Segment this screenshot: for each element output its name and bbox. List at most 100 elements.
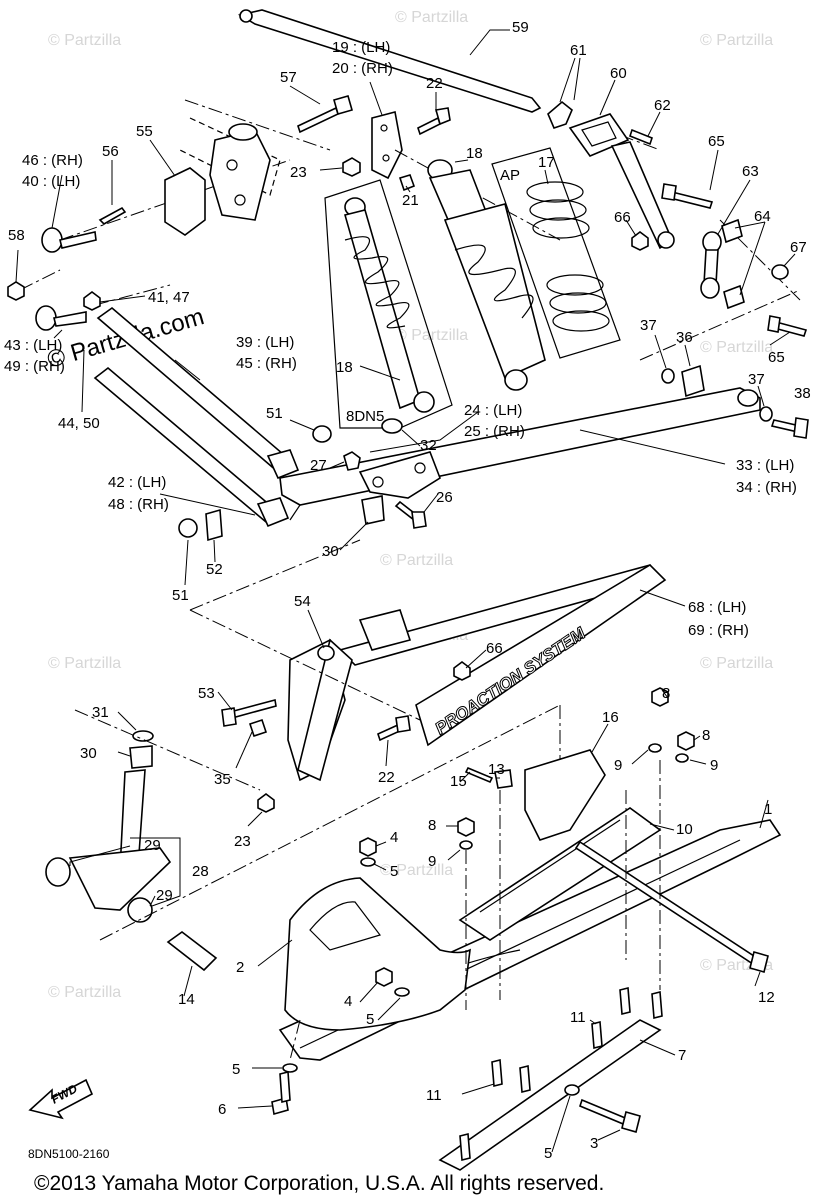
watermark-text: © Partzilla [48,984,121,1001]
callout-52: 52 [206,561,223,578]
stud-11 [619,986,631,1016]
collar-51-lower [178,518,198,538]
bolt-6 [271,1070,291,1116]
stud-11 [459,1132,471,1162]
callout-5-c: 5 [232,1061,240,1078]
callout-21: 21 [402,192,419,209]
ski-handle-2 [284,877,471,1031]
watermark-text: © Partzilla [380,862,453,879]
shock-box-8dn5: 8DN5 [324,179,453,429]
callout-9-b: 9 [710,757,718,774]
callout-38: 38 [794,385,811,402]
callout-67: 67 [790,239,807,256]
copyright-notice: ©2013 Yamaha Motor Corporation, U.S.A. A… [34,1172,604,1195]
nut-27 [343,451,361,471]
callout-63: 63 [742,163,759,180]
washer-37-left [661,368,675,384]
callout-28: 28 [192,863,209,880]
nut-8 [677,731,695,751]
callout-39: 39 : (LH) [236,334,294,351]
box-label-8dn5: 8DN5 [346,408,384,425]
bushing-14 [166,931,218,972]
bolt-21 [398,174,416,192]
bolt-38 [770,417,809,439]
callout-8: 8 [662,685,670,702]
watermark-text: © Partzilla [48,32,121,49]
callout-3: 3 [590,1135,598,1152]
callout-42: 42 : (LH) [108,474,166,491]
grease-fitting-35 [248,718,268,738]
callout-24: 24 : (LH) [464,402,522,419]
stud-11 [491,1058,503,1088]
wear-bar-7 [438,1019,662,1171]
bracket-19-20 [371,111,403,180]
callout-1: 1 [764,801,772,818]
callout-11: 11 [570,1009,586,1026]
nut-23-top [342,157,361,177]
callout-9-c: 9 [428,853,436,870]
callout-68: 68 : (LH) [688,599,746,616]
nut-58 [7,281,25,301]
bolt-12 [574,840,769,973]
stud-11 [591,1020,603,1050]
callout-40: 40 : (LH) [22,173,80,190]
washer-37-right [759,406,773,422]
callout-69: 69 : (RH) [688,622,749,639]
callout-18-lower: 18 [336,359,353,376]
callout-16: 16 [602,709,619,726]
link-63 [610,141,675,250]
collar-36 [681,364,705,398]
callout-51-lower: 51 [172,587,189,604]
bumper-16 [524,749,606,841]
stud-11 [651,990,663,1020]
bolt-26 [394,500,427,529]
collar-54 [317,645,335,661]
watermark-text: © Partzilla [380,552,453,569]
callout-66: 66 [614,209,631,226]
callout-5-b: 5 [366,1011,374,1028]
cap-32 [381,418,403,434]
bolt-65-lower [767,315,808,337]
callout-43: 43 : (LH) [4,337,62,354]
callout-22-lower: 22 [378,769,395,786]
callout-26: 26 [436,489,453,506]
bushing-30-lower [129,745,153,769]
watermark-text: © Partzilla [700,339,773,356]
callout-34: 34 : (RH) [736,479,797,496]
callout-23: 23 [290,164,307,181]
callout-8-c: 8 [428,817,436,834]
washer-5-lower [564,1084,580,1096]
callout-20: 20 : (RH) [332,60,393,77]
callout-22: 22 [426,75,443,92]
leader-lines [15,29,796,1153]
nut-4-upper [359,837,377,857]
nut-41-47 [83,291,101,311]
centerline [289,1019,301,1061]
nut-23-lower [257,793,275,813]
callout-9: 9 [614,757,622,774]
watermark-text: © Partzilla [700,655,773,672]
rod-end-40-46 [41,227,97,253]
callout-4-b: 4 [344,993,352,1010]
link-rod-64 [700,218,745,310]
rod-59 [237,9,542,113]
centerline [94,284,171,306]
callout-31: 31 [92,704,109,721]
watermark-text: © Partzilla [395,9,468,26]
callout-33: 33 : (LH) [736,457,794,474]
callout-65: 65 [708,133,725,150]
collar-13 [494,769,513,789]
callout-51: 51 [266,405,283,422]
clip-61 [547,100,573,129]
callout-64: 64 [754,208,771,225]
callout-5-d: 5 [544,1145,552,1162]
callout-30-lower: 30 [80,745,97,762]
watermark-text: © Partzilla [48,655,121,672]
box-label-ap: AP [500,167,520,184]
callout-19: 19 : (LH) [332,39,390,56]
callout-56: 56 [102,143,119,160]
callout-54: 54 [294,593,311,610]
watermark-text: © Partzilla [700,32,773,49]
bushing-29-left [45,857,71,887]
callout-62: 62 [654,97,671,114]
